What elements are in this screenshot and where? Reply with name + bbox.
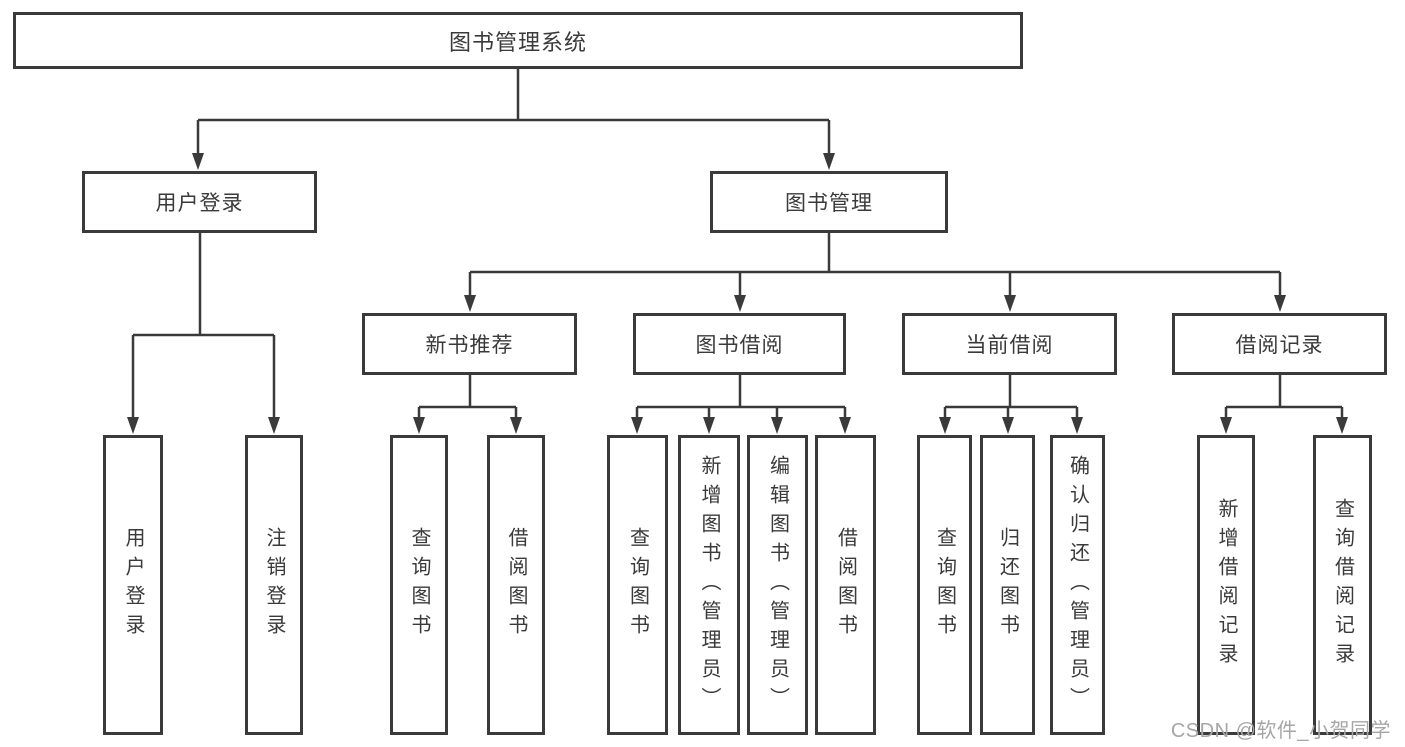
node-label: 编辑图书（管理员） [766,454,789,716]
node-label: 新增图书（管理员） [698,454,720,716]
leaf-query-books-current: 查询图书 [917,435,972,735]
leaf-query-books-recommend: 查询图书 [390,435,448,735]
node-new-book-recommend: 新书推荐 [362,313,577,375]
node-label: 用户登录 [122,527,144,643]
leaf-borrow-books: 借阅图书 [815,435,876,735]
leaf-confirm-return-admin: 确认归还（管理员） [1050,435,1105,735]
node-user-login: 用户登录 [82,171,317,233]
leaf-logout: 注销登录 [245,435,303,735]
node-label: 查询图书 [408,527,430,643]
watermark: CSDN @软件_小贺同学 [1170,720,1391,742]
node-root-system: 图书管理系统 [13,12,1023,69]
leaf-add-borrow-record: 新增借阅记录 [1197,435,1255,735]
leaf-add-book-admin: 新增图书（管理员） [678,435,740,735]
node-label: 当前借阅 [965,334,1054,357]
leaf-user-login: 用户登录 [103,435,163,735]
node-label: 查询借阅记录 [1331,498,1354,672]
node-current-borrowing: 当前借阅 [902,313,1117,375]
node-label: 用户登录 [155,192,244,215]
node-label: 图书管理 [785,192,873,215]
node-label: 注销登录 [263,527,285,643]
node-label: 借阅图书 [505,527,527,643]
node-label: 借阅记录 [1235,334,1324,357]
leaf-query-books-borrow: 查询图书 [607,435,668,735]
node-book-management: 图书管理 [710,171,948,233]
node-borrowing-records: 借阅记录 [1172,313,1387,375]
node-label: 查询图书 [626,527,649,643]
node-label: 归还图书 [996,527,1019,643]
leaf-borrow-books-recommend: 借阅图书 [487,435,545,735]
arrowhead-icons [127,153,1348,434]
node-label: 新增借阅记录 [1215,498,1237,672]
leaf-return-book: 归还图书 [980,435,1035,735]
node-label: 借阅图书 [834,527,857,643]
node-label: 图书管理系统 [448,29,587,55]
node-label: 图书借阅 [695,334,784,357]
node-label: 确认归还（管理员） [1066,454,1089,716]
leaf-query-borrow-record: 查询借阅记录 [1313,435,1372,735]
node-label: 新书推荐 [425,334,514,357]
leaf-edit-book-admin: 编辑图书（管理员） [747,435,808,735]
node-book-borrowing: 图书借阅 [633,313,846,375]
node-label: 查询图书 [933,527,956,643]
